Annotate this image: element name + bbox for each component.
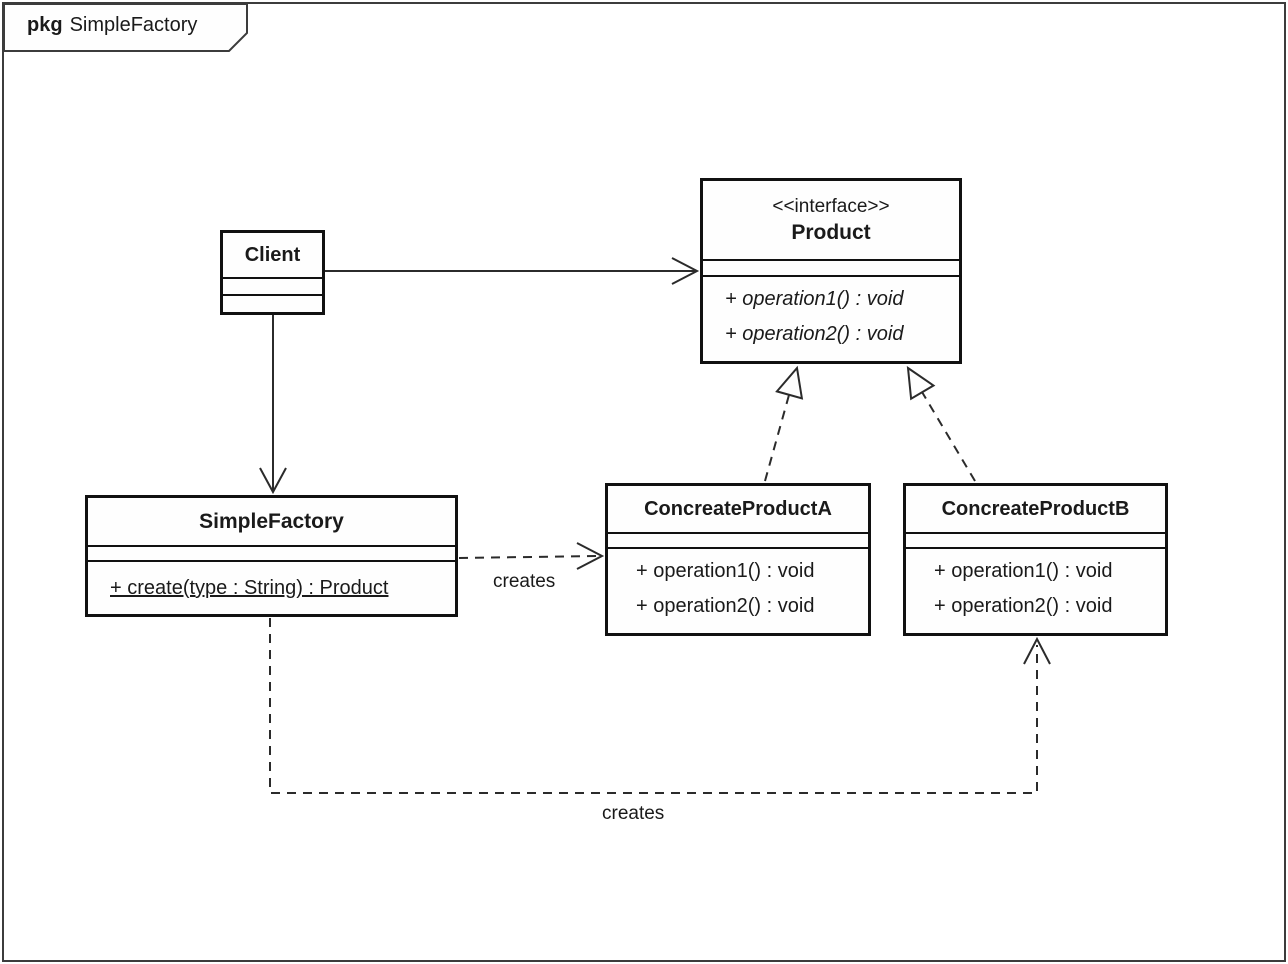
class-client: Client bbox=[220, 230, 325, 315]
creates-label-b: creates bbox=[602, 803, 665, 824]
package-name: SimpleFactory bbox=[69, 14, 198, 36]
class-name: Product bbox=[791, 220, 871, 244]
package-tab bbox=[3, 3, 248, 52]
operation-item: + operation1() : void bbox=[636, 560, 815, 582]
factory-creates-b-line bbox=[269, 618, 1038, 794]
product-operations-compartment: + operation1() : void + operation2() : v… bbox=[703, 275, 959, 361]
a-product-realization-triangle-icon bbox=[775, 365, 804, 400]
producta-attributes-compartment bbox=[608, 532, 868, 547]
client-operations-compartment bbox=[223, 294, 322, 312]
a-product-realization-line bbox=[764, 394, 790, 482]
operation-item: + operation2() : void bbox=[725, 323, 904, 345]
class-stereotype: <<interface>> bbox=[772, 195, 890, 217]
creates-label-a: creates bbox=[493, 571, 556, 592]
factory-creates-a-line bbox=[458, 555, 600, 559]
factory-attributes-compartment bbox=[88, 545, 455, 560]
b-product-realization-triangle-icon bbox=[906, 365, 936, 401]
client-factory-arrowhead-icon bbox=[259, 467, 287, 495]
operation-item: + create(type : String) : Product bbox=[110, 577, 389, 599]
product-title-compartment: <<interface>> Product bbox=[703, 181, 959, 259]
package-label: pkg SimpleFactory bbox=[27, 14, 197, 37]
class-product: <<interface>> Product + operation1() : v… bbox=[700, 178, 962, 364]
b-product-realization-line bbox=[921, 391, 976, 482]
client-attributes-compartment bbox=[223, 277, 322, 294]
class-concreateproductb: ConcreateProductB + operation1() : void … bbox=[903, 483, 1168, 636]
factory-creates-b-arrowhead-icon bbox=[1023, 636, 1051, 665]
productb-operations-compartment: + operation1() : void + operation2() : v… bbox=[906, 547, 1165, 633]
class-concreateproducta: ConcreateProductA + operation1() : void … bbox=[605, 483, 871, 636]
operation-item: + operation1() : void bbox=[725, 288, 904, 310]
class-name: Client bbox=[244, 244, 301, 266]
class-name: ConcreateProductA bbox=[644, 498, 832, 520]
operation-item: + operation2() : void bbox=[934, 595, 1113, 617]
client-product-arrowhead-icon bbox=[671, 257, 700, 285]
class-simplefactory: SimpleFactory + create(type : String) : … bbox=[85, 495, 458, 617]
product-attributes-compartment bbox=[703, 259, 959, 275]
package-keyword: pkg bbox=[27, 14, 63, 36]
producta-title-compartment: ConcreateProductA bbox=[608, 486, 868, 532]
class-name: ConcreateProductB bbox=[941, 498, 1130, 520]
factory-operations-compartment: + create(type : String) : Product bbox=[88, 560, 455, 614]
client-title-compartment: Client bbox=[223, 233, 322, 277]
operation-item: + operation2() : void bbox=[636, 595, 815, 617]
factory-title-compartment: SimpleFactory bbox=[88, 498, 455, 545]
productb-title-compartment: ConcreateProductB bbox=[906, 486, 1165, 532]
operation-item: + operation1() : void bbox=[934, 560, 1113, 582]
producta-operations-compartment: + operation1() : void + operation2() : v… bbox=[608, 547, 868, 633]
factory-creates-a-arrowhead-icon bbox=[576, 542, 605, 570]
class-name: SimpleFactory bbox=[199, 509, 344, 533]
productb-attributes-compartment bbox=[906, 532, 1165, 547]
